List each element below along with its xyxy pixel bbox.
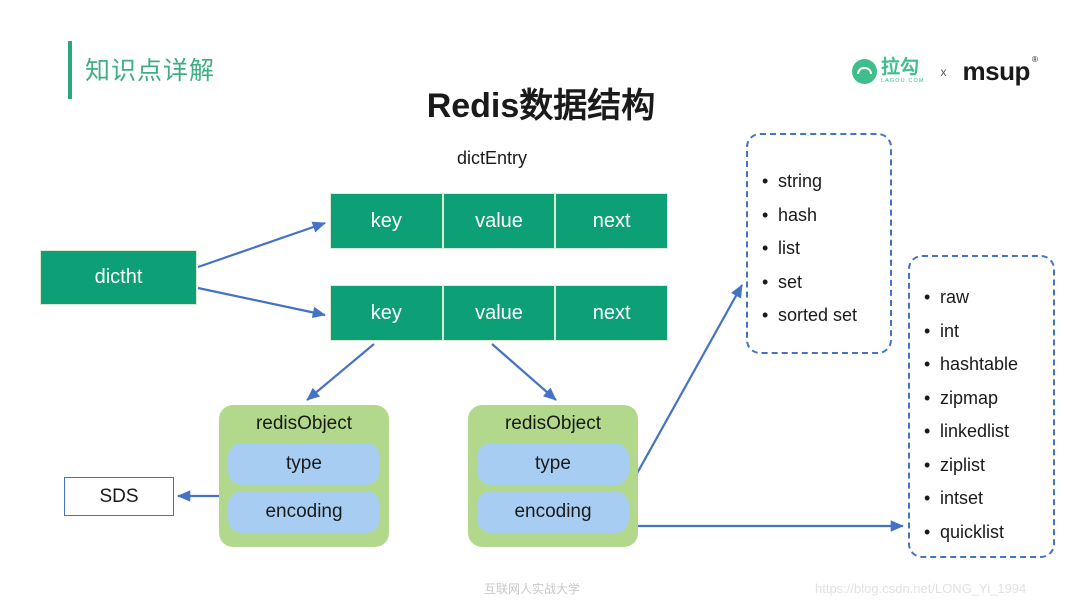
logo-separator-x: x: [940, 64, 947, 79]
list-item: intset: [924, 482, 1053, 516]
lagou-label-en: LAGOU.COM: [881, 78, 925, 85]
redis-types-box[interactable]: string hash list set sorted set: [746, 133, 892, 354]
list-item: raw: [924, 281, 1053, 315]
dictentry-row-1[interactable]: key value next: [330, 193, 669, 249]
list-item: quicklist: [924, 516, 1053, 550]
header-accent-bar: [68, 41, 72, 99]
redis-object-encoding-field[interactable]: encoding: [228, 491, 380, 533]
lagou-label-cn: 拉勾: [881, 57, 920, 79]
dictentry-cell-key[interactable]: key: [330, 285, 443, 341]
redis-object-title: redisObject: [504, 413, 602, 434]
redis-types-list: string hash list set sorted set: [762, 165, 890, 333]
redis-encodings-box[interactable]: raw int hashtable zipmap linkedlist zipl…: [908, 255, 1055, 558]
dictentry-cell-key[interactable]: key: [330, 193, 443, 249]
list-item: string: [762, 165, 890, 199]
redis-object-encoding-field[interactable]: encoding: [477, 491, 629, 533]
lagou-wordmark: 拉勾 LAGOU.COM: [881, 58, 925, 85]
sds-box[interactable]: SDS: [64, 477, 174, 516]
dictentry-label: dictEntry: [457, 148, 528, 168]
redis-encodings-list: raw int hashtable zipmap linkedlist zipl…: [924, 281, 1053, 549]
msup-logo: msup ®: [962, 55, 1038, 87]
list-item: set: [762, 266, 890, 300]
list-item: sorted set: [762, 299, 890, 333]
list-item: hashtable: [924, 348, 1053, 382]
page-title: Redis数据结构: [426, 87, 656, 125]
lagou-logo: 拉勾 LAGOU.COM: [852, 58, 925, 85]
watermark-url: https://blog.csdn.net/LONG_Yi_1994: [815, 581, 1027, 596]
msup-wordmark: msup: [962, 56, 1031, 86]
dictentry-cell-next[interactable]: next: [555, 193, 669, 249]
dictentry-cell-value[interactable]: value: [442, 285, 556, 341]
dictentry-row-2[interactable]: key value next: [330, 285, 669, 341]
redis-object-title: redisObject: [255, 413, 353, 434]
dictentry-cell-value[interactable]: value: [442, 193, 556, 249]
list-item: hash: [762, 199, 890, 233]
redis-object-box-2[interactable]: redisObject type encoding: [468, 405, 638, 547]
list-item: zipmap: [924, 382, 1053, 416]
list-item: linkedlist: [924, 415, 1053, 449]
list-item: ziplist: [924, 449, 1053, 483]
redis-object-type-field[interactable]: type: [228, 443, 380, 485]
lagou-mark-icon: [852, 59, 877, 84]
redis-object-box-1[interactable]: redisObject type encoding: [219, 405, 389, 547]
dictentry-cell-next[interactable]: next: [555, 285, 669, 341]
list-item: list: [762, 232, 890, 266]
brand-logo-group: 拉勾 LAGOU.COM x msup ®: [852, 55, 1038, 87]
redis-object-type-field[interactable]: type: [477, 443, 629, 485]
list-item: int: [924, 315, 1053, 349]
registered-mark-icon: ®: [1031, 55, 1038, 64]
dictht-box[interactable]: dictht: [40, 250, 197, 305]
page-section-title: 知识点详解: [85, 57, 216, 85]
footer-organization: 互联网人实战大学: [484, 582, 581, 596]
